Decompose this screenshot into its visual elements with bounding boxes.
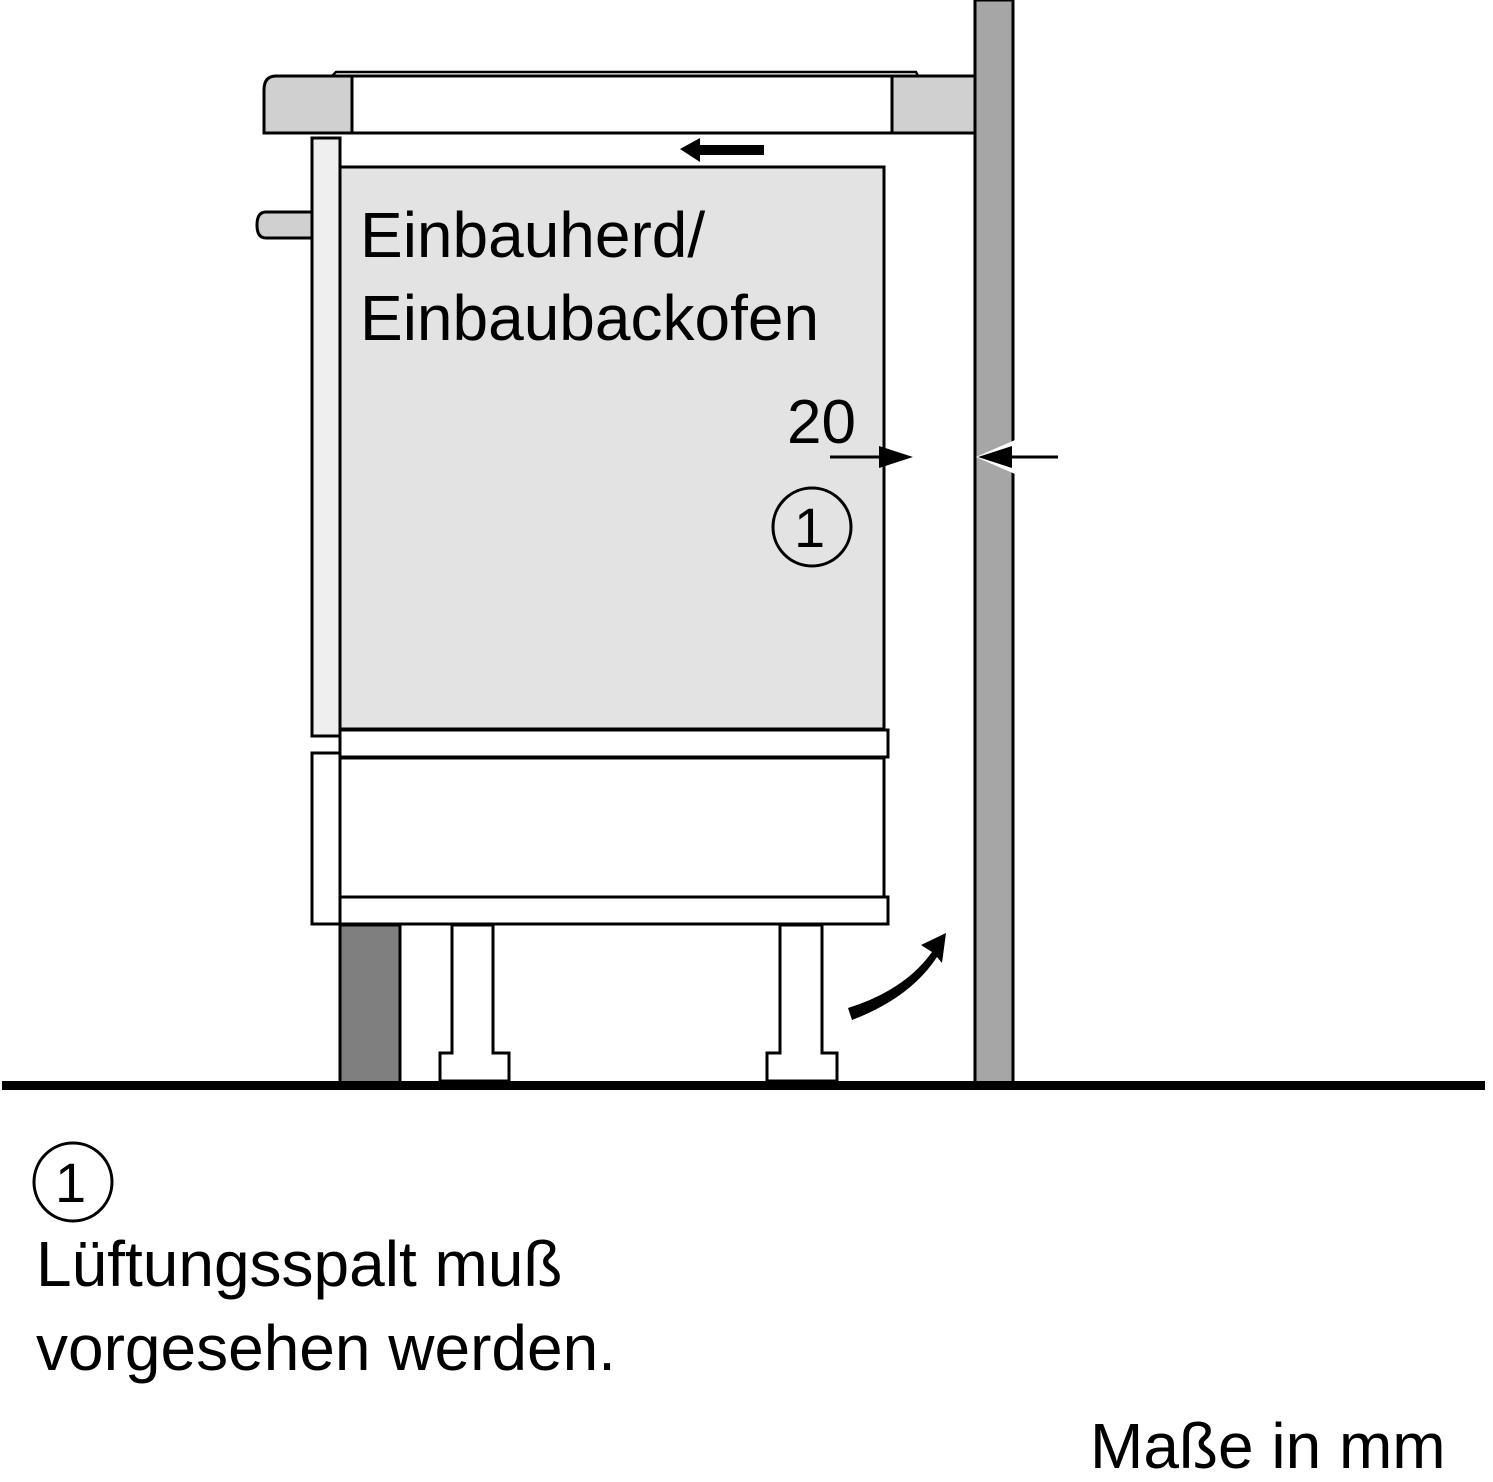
cabinet-foot-left	[438, 923, 511, 1083]
oven-body	[338, 165, 886, 731]
floor-line	[2, 1081, 1485, 1090]
worktop-right	[890, 74, 977, 135]
oven-handle	[255, 210, 314, 240]
legend-marker: 1	[55, 1151, 87, 1214]
cabinet-body	[338, 756, 886, 900]
airflow-arrow-curved	[848, 933, 946, 1020]
appliance-label-line1: Einbauherd/	[360, 199, 706, 271]
appliance-label-line2: Einbaubackofen	[360, 282, 820, 354]
cabinet-drawer-front	[310, 751, 342, 926]
side-wall	[973, 0, 1015, 1085]
dimension-value: 20	[787, 388, 856, 457]
cabinet-bottom-board	[338, 895, 890, 926]
oven-front-panel	[310, 136, 342, 738]
cooktop	[350, 74, 894, 135]
callout-marker: 1	[794, 496, 826, 559]
legend-circle-icon	[32, 1141, 114, 1223]
airflow-arrow-top	[680, 138, 764, 162]
callout-circle-icon	[771, 486, 853, 568]
legend-text-line1: Lüftungsspalt muß	[36, 1228, 563, 1300]
legend-text-line2: vorgesehen werden.	[36, 1312, 616, 1384]
plinth	[338, 923, 402, 1085]
dimension-arrow-right-icon	[879, 446, 913, 468]
dimension-arrow-left-icon	[978, 446, 1012, 468]
cooktop-glass	[331, 70, 920, 77]
units-note: Maße in mm	[1090, 1410, 1446, 1482]
cabinet-top-board	[338, 728, 890, 759]
worktop-left	[262, 74, 354, 135]
cabinet-foot-right	[765, 923, 839, 1083]
